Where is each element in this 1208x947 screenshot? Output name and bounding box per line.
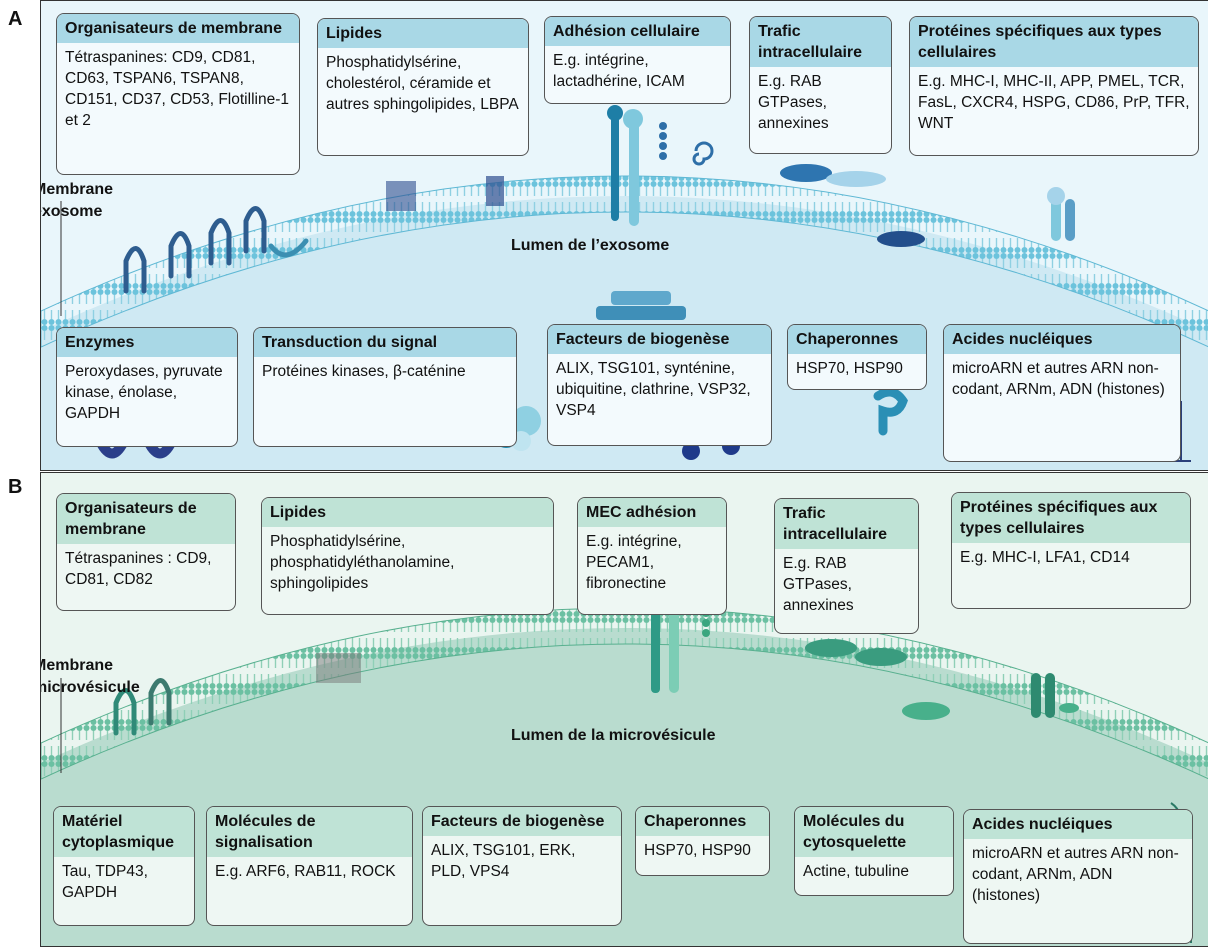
box-title: Transduction du signal xyxy=(254,328,516,357)
box-body: Phosphatidylsérine, phosphatidyléthanola… xyxy=(270,533,455,592)
box-body: E.g. RAB GTPases, annexines xyxy=(758,73,829,132)
box-title: Facteurs de biogenèse xyxy=(423,807,621,836)
box-signal-transduction: Transduction du signal Protéines kinases… xyxy=(253,327,517,447)
mhc-protein xyxy=(1047,187,1075,241)
box-enzymes: Enzymes Peroxydases, pyruvate kinase, én… xyxy=(56,327,238,447)
rab-annexin-proteins xyxy=(780,164,925,247)
box-body: ALIX, TSG101, synténine, ubiquitine, cla… xyxy=(556,360,751,419)
tetraspanin-proteins xyxy=(123,206,309,294)
box-body: E.g. MHC-I, MHC-II, APP, PMEL, TCR, FasL… xyxy=(918,73,1190,132)
membrane-exosome-label: Membrane exosome xyxy=(40,181,114,220)
box-body: E.g. MHC-I, LFA1, CD14 xyxy=(960,549,1130,566)
box-lipids: Lipides Phosphatidylsérine, phosphatidyl… xyxy=(261,497,554,615)
box-nucleic-acids: Acides nucléiques microARN et autres ARN… xyxy=(963,809,1193,944)
box-cell-adhesion: Adhésion cellulaire E.g. intégrine, lact… xyxy=(544,16,731,104)
box-title: Lipides xyxy=(262,498,553,527)
box-cytoskeleton-molecules: Molécules du cytosquelette Actine, tubul… xyxy=(794,806,954,896)
box-body: Tétraspanines: CD9, CD81, CD63, TSPAN6, … xyxy=(65,49,289,129)
chaperone-protein xyxy=(873,387,908,436)
panel-b-microvesicle: Membrane microvésicule Lumen de la micro… xyxy=(40,472,1208,947)
box-body: Protéines kinases, β-caténine xyxy=(262,363,466,380)
box-body: HSP70, HSP90 xyxy=(644,842,751,859)
box-lipids: Lipides Phosphatidylsérine, cholestérol,… xyxy=(317,18,529,156)
box-ecm-adhesion: MEC adhésion E.g. intégrine, PECAM1, fib… xyxy=(577,497,727,615)
box-title: Trafic intracellulaire xyxy=(775,499,918,549)
box-body: microARN et autres ARN non-codant, ARNm,… xyxy=(952,360,1165,398)
lipid-raft-markers xyxy=(386,176,504,211)
box-body: E.g. intégrine, PECAM1, fibronectine xyxy=(586,533,682,592)
box-cytoplasmic-material: Matériel cytoplasmique Tau, TDP43, GAPDH xyxy=(53,806,195,926)
box-title: Organisateurs de membrane xyxy=(57,494,235,544)
mhc-protein xyxy=(1031,673,1079,718)
integrin-protein xyxy=(607,105,714,226)
box-title: Chaperonnes xyxy=(636,807,769,836)
box-title: Chaperonnes xyxy=(788,325,926,354)
box-membrane-organizers: Organisateurs de membrane Tétraspanines:… xyxy=(56,13,300,175)
rab-annexin-proteins xyxy=(805,639,950,720)
box-chaperones: Chaperonnes HSP70, HSP90 xyxy=(635,806,770,876)
tetraspanin-proteins xyxy=(113,678,172,736)
box-body: microARN et autres ARN non-codant, ARNm,… xyxy=(972,845,1179,904)
box-title: MEC adhésion xyxy=(578,498,726,527)
box-body: E.g. ARF6, RAB11, ROCK xyxy=(215,863,396,880)
box-cell-type-specific-proteins: Protéines spécifiques aux types cellulai… xyxy=(951,492,1191,609)
box-biogenesis-factors: Facteurs de biogenèse ALIX, TSG101, ERK,… xyxy=(422,806,622,926)
box-body: Phosphatidylsérine, cholestérol, céramid… xyxy=(326,54,519,113)
box-cell-type-specific-proteins: Protéines spécifiques aux types cellulai… xyxy=(909,16,1199,156)
box-title: Matériel cytoplasmique xyxy=(54,807,194,857)
box-body: Actine, tubuline xyxy=(803,863,909,880)
box-title: Organisateurs de membrane xyxy=(57,14,299,43)
box-membrane-organizers: Organisateurs de membrane Tétraspanines … xyxy=(56,493,236,611)
box-title: Acides nucléiques xyxy=(964,810,1192,839)
exosome-lumen-label: Lumen de l’exosome xyxy=(511,237,670,254)
panel-a-exosome: Membrane exosome Lumen de l’exosome Orga… xyxy=(40,0,1208,471)
membrane-microvesicle-label: Membrane microvésicule xyxy=(40,657,140,696)
box-intracellular-traffic: Trafic intracellulaire E.g. RAB GTPases,… xyxy=(749,16,892,154)
box-body: Peroxydases, pyruvate kinase, énolase, G… xyxy=(65,363,223,422)
box-title: Protéines spécifiques aux types cellulai… xyxy=(952,493,1190,543)
box-body: Tau, TDP43, GAPDH xyxy=(62,863,148,901)
microvesicle-lumen-label: Lumen de la microvésicule xyxy=(511,727,716,744)
box-title: Lipides xyxy=(318,19,528,48)
box-nucleic-acids: Acides nucléiques microARN et autres ARN… xyxy=(943,324,1181,462)
box-body: Tétraspanines : CD9, CD81, CD82 xyxy=(65,550,212,588)
box-intracellular-traffic: Trafic intracellulaire E.g. RAB GTPases,… xyxy=(774,498,919,634)
box-title: Acides nucléiques xyxy=(944,325,1180,354)
box-chaperones: Chaperonnes HSP70, HSP90 xyxy=(787,324,927,390)
box-title: Trafic intracellulaire xyxy=(750,17,891,67)
panel-b-letter: B xyxy=(8,476,23,498)
box-body: E.g. intégrine, lactadhérine, ICAM xyxy=(553,52,685,90)
box-title: Molécules du cytosquelette xyxy=(795,807,953,857)
panel-a-letter: A xyxy=(8,8,23,30)
box-title: Protéines spécifiques aux types cellulai… xyxy=(910,17,1198,67)
box-title: Facteurs de biogenèse xyxy=(548,325,771,354)
box-body: ALIX, TSG101, ERK, PLD, VPS4 xyxy=(431,842,576,880)
box-signalling-molecules: Molécules de signalisation E.g. ARF6, RA… xyxy=(206,806,413,926)
box-body: HSP70, HSP90 xyxy=(796,360,903,377)
clathrin-complex xyxy=(596,291,686,320)
box-title: Enzymes xyxy=(57,328,237,357)
box-body: E.g. RAB GTPases, annexines xyxy=(783,555,854,614)
lipid-raft-markers xyxy=(316,653,361,683)
box-title: Molécules de signalisation xyxy=(207,807,412,857)
box-title: Adhésion cellulaire xyxy=(545,17,730,46)
box-biogenesis-factors: Facteurs de biogenèse ALIX, TSG101, synt… xyxy=(547,324,772,446)
